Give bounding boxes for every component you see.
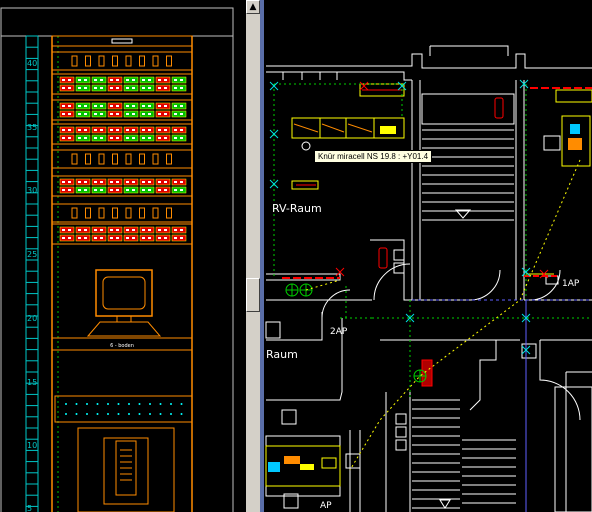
patch-panel (51, 99, 193, 121)
outlet-top (359, 83, 405, 97)
vertical-scrollbar[interactable]: ▲ (246, 0, 260, 512)
pane-splitter[interactable] (260, 0, 264, 512)
stair-arrow-up (454, 209, 472, 219)
server-tower (77, 427, 175, 512)
blue-cable-routes (412, 299, 592, 512)
rack-drawing: 40 35 30 25 20 15 10 5 6 - boden (0, 7, 234, 512)
equipment-cluster-bottom (265, 445, 341, 487)
unit-ruler: 40 35 30 25 20 15 10 5 (25, 35, 39, 512)
equipment-row-rv-room (291, 117, 405, 139)
wall-outlet-rv (291, 180, 319, 190)
floorplan-pane[interactable]: RV-Raum Raum 1AP 2AP AP (264, 0, 592, 512)
blank-panel (51, 149, 193, 169)
object-tooltip: Knür miracell NS 19.8 : +Y01.4 (314, 150, 433, 163)
monitor-unit (51, 269, 193, 351)
green-cable-routes (273, 83, 592, 400)
cyan-x-markers (269, 79, 531, 355)
rack-unit-label: 10 (27, 441, 37, 450)
yellow-cable-routes (305, 159, 581, 471)
rack-unit-label: 25 (27, 250, 37, 259)
floorplan-drawing: RV-Raum Raum 1AP 2AP AP (265, 45, 592, 512)
room-label-raum: Raum (266, 348, 298, 361)
patch-panel (51, 175, 193, 197)
floorplan-walls (265, 45, 592, 512)
room-label-rv: RV-Raum (272, 202, 322, 215)
lower-panel-dots (65, 403, 183, 415)
fire-extinguishers (378, 97, 504, 269)
patch-panel (51, 223, 193, 245)
label-2ap: 2AP (330, 327, 348, 337)
rack-unit-label: 40 (27, 59, 37, 68)
red-x-markers (335, 81, 549, 279)
patch-panel (51, 73, 193, 95)
crossed-circles (285, 283, 427, 383)
rack-unit-label: 5 (27, 504, 32, 512)
rack-outer-frame (0, 7, 234, 512)
top-panel-handle (111, 38, 133, 44)
stair-arrow-lower (439, 499, 451, 509)
equipment-cluster-right (530, 87, 592, 167)
scroll-thumb[interactable] (246, 278, 260, 312)
lower-patch-panel (54, 395, 193, 423)
rack-units (51, 51, 193, 245)
blank-panel (51, 51, 193, 71)
monitor-caption: 6 - boden (110, 343, 134, 349)
red-door-marker (421, 359, 433, 387)
rack-unit-label: 20 (27, 314, 37, 323)
patch-panel (51, 123, 193, 145)
blank-panel (51, 203, 193, 223)
top-blank-panel (51, 35, 193, 47)
rack-elevation-pane[interactable]: 40 35 30 25 20 15 10 5 6 - boden (0, 0, 246, 512)
staircase (412, 129, 516, 509)
rack-unit-label: 30 (27, 186, 37, 195)
rack-unit-label: 15 (27, 378, 37, 387)
scroll-up-button[interactable]: ▲ (246, 0, 260, 14)
rack-unit-label: 35 (27, 123, 37, 132)
label-ap: AP (320, 501, 332, 511)
label-1ap: 1AP (562, 279, 580, 289)
